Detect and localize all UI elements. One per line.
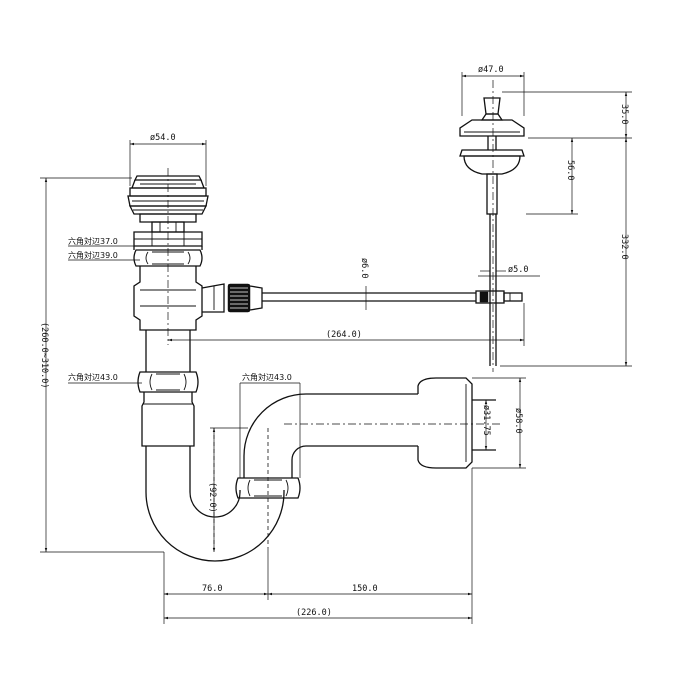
popup-lever [459, 80, 525, 372]
dim-overall-height: (260.0~310.0) [39, 322, 49, 389]
dim-drain-flange-dia: ø54.0 [150, 133, 176, 143]
p-trap [145, 377, 500, 562]
dim-horizontal-rod-dia: ø6.0 [359, 258, 369, 278]
dim-outlet-flange-dia: ø58.0 [513, 408, 523, 434]
dim-offset-76: 76.0 [202, 584, 222, 594]
dim-hex-nut-39: 六角対辺39.0 [68, 250, 118, 260]
dim-pushrod-head-dia: ø47.0 [478, 65, 504, 75]
dim-hex-nut-43-left: 六角対辺43.0 [68, 372, 118, 382]
dim-overall-width: (226.0) [296, 608, 332, 618]
dim-lever-rod-dia: ø5.0 [508, 265, 528, 275]
dim-outlet-pipe-dia: ø31.75 [481, 405, 491, 436]
dim-lever-height: 332.0 [619, 234, 629, 260]
dim-pushrod-stem: 56.0 [565, 160, 575, 180]
dim-trap-depth: (92.0) [207, 482, 217, 513]
dim-hex-nut-43-right: 六角対辺43.0 [242, 372, 292, 382]
dim-offset-150: 150.0 [352, 584, 378, 594]
dim-pushrod-head-h: 35.0 [619, 104, 629, 124]
dim-horizontal-rod-len: (264.0) [326, 330, 362, 340]
dimensions: ø47.0 35.0 56.0 332.0 ø5.0 ø6.0 (264.0) … [39, 65, 632, 624]
dim-hex-nut-37: 六角対辺37.0 [68, 236, 118, 246]
drain-fitting [127, 168, 476, 447]
